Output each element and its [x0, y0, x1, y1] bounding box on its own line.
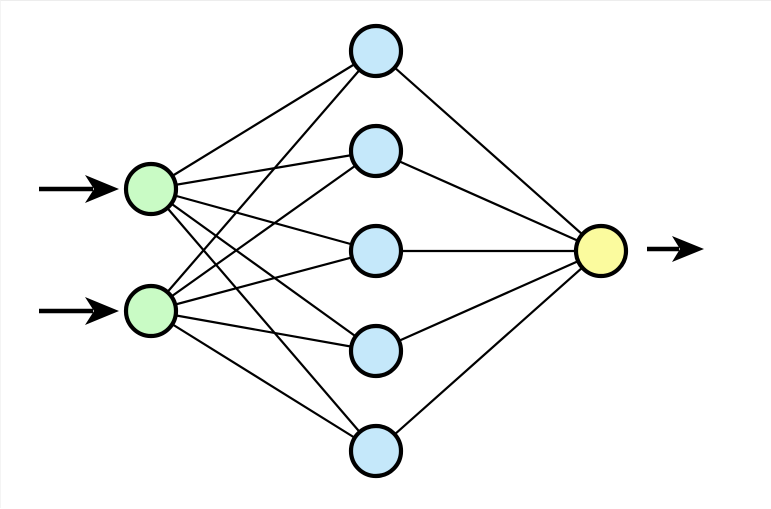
input-arrow-1 — [39, 175, 119, 203]
node-hidden-4[interactable] — [348, 323, 404, 379]
edge-group-hidden-to-output — [375, 50, 602, 452]
node-hidden-2[interactable] — [348, 123, 404, 179]
edge-i2-h3 — [150, 249, 377, 313]
edge-i2-h4 — [150, 309, 377, 353]
output-arrow-1-head — [672, 236, 704, 262]
edge-h2-o1 — [375, 149, 602, 253]
edge-group-input-to-hidden — [150, 50, 377, 452]
edge-h5-o1 — [375, 250, 602, 452]
layer-input — [123, 161, 179, 339]
edge-h4-o1 — [375, 249, 602, 353]
input-arrow-2 — [39, 297, 119, 325]
edge-i1-h3 — [150, 187, 377, 253]
edge-i2-h5 — [150, 310, 377, 452]
edge-i1-h1 — [150, 50, 377, 190]
layer-output — [573, 223, 629, 279]
edge-i2-h1 — [150, 50, 377, 312]
layer-hidden — [348, 23, 404, 479]
edge-h1-o1 — [375, 50, 602, 252]
node-output-1[interactable] — [573, 223, 629, 279]
edge-i1-h2 — [150, 149, 377, 191]
output-arrow-1 — [647, 236, 704, 262]
input-arrow-1-head — [85, 175, 119, 203]
node-hidden-1[interactable] — [348, 23, 404, 79]
edge-i2-h2 — [150, 150, 377, 312]
node-hidden-3[interactable] — [348, 223, 404, 279]
node-input-2[interactable] — [123, 283, 179, 339]
edge-i1-h5 — [150, 188, 377, 452]
input-arrow-2-head — [85, 297, 119, 325]
node-input-1[interactable] — [123, 161, 179, 217]
node-hidden-5[interactable] — [348, 423, 404, 479]
edge-i1-h4 — [150, 188, 377, 352]
